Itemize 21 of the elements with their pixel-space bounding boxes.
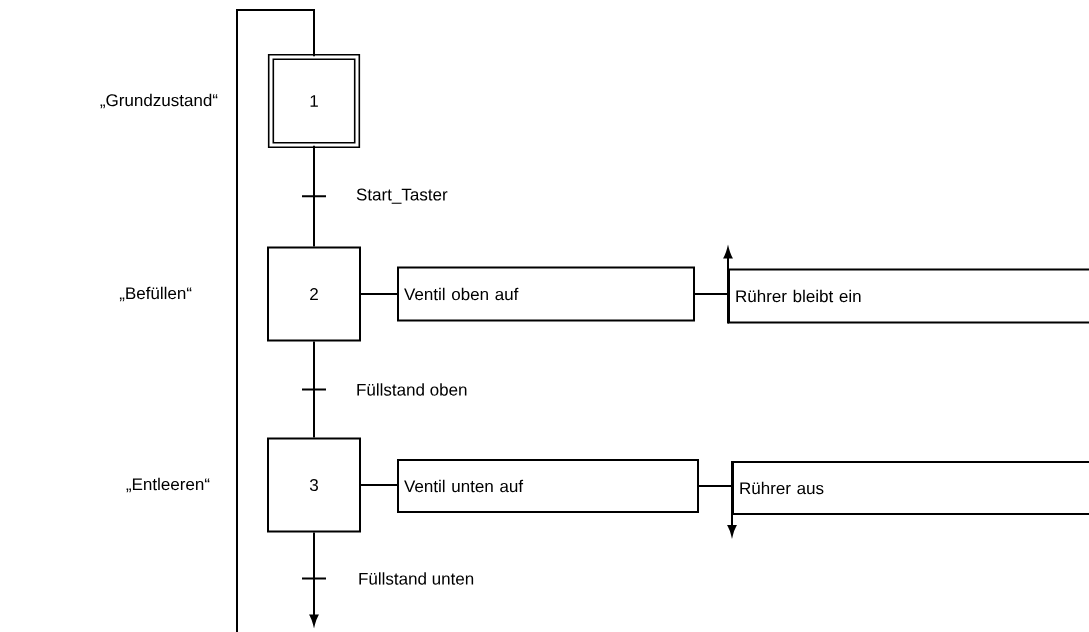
step-name: „Befüllen“: [119, 286, 192, 302]
transition-label: Füllstand unten: [357, 571, 476, 586]
step-name: „Entleeren“: [126, 477, 210, 493]
transition-label: Start_Taster: [355, 187, 449, 205]
initial-step-box: 1: [267, 53, 361, 149]
connector-line: [694, 293, 729, 295]
action-box: Ventil unten auf: [397, 459, 699, 513]
step-box: 2: [267, 246, 361, 342]
action-box: Rührer aus: [732, 461, 1089, 515]
step-box: 3: [267, 437, 361, 533]
transition-line: [301, 531, 327, 626]
connector-line: [236, 9, 315, 632]
action-box: Rührer bleibt ein: [728, 268, 1089, 324]
transition-line: [301, 340, 327, 439]
connector-line: [360, 484, 398, 486]
connector-line: [360, 293, 398, 295]
action-box: Ventil oben auf: [397, 266, 695, 322]
connector-line: [698, 485, 733, 487]
transition-label: Füllstand oben: [355, 382, 469, 397]
transition-line: [301, 144, 327, 248]
step-name: „Grundzustand“: [100, 93, 218, 109]
